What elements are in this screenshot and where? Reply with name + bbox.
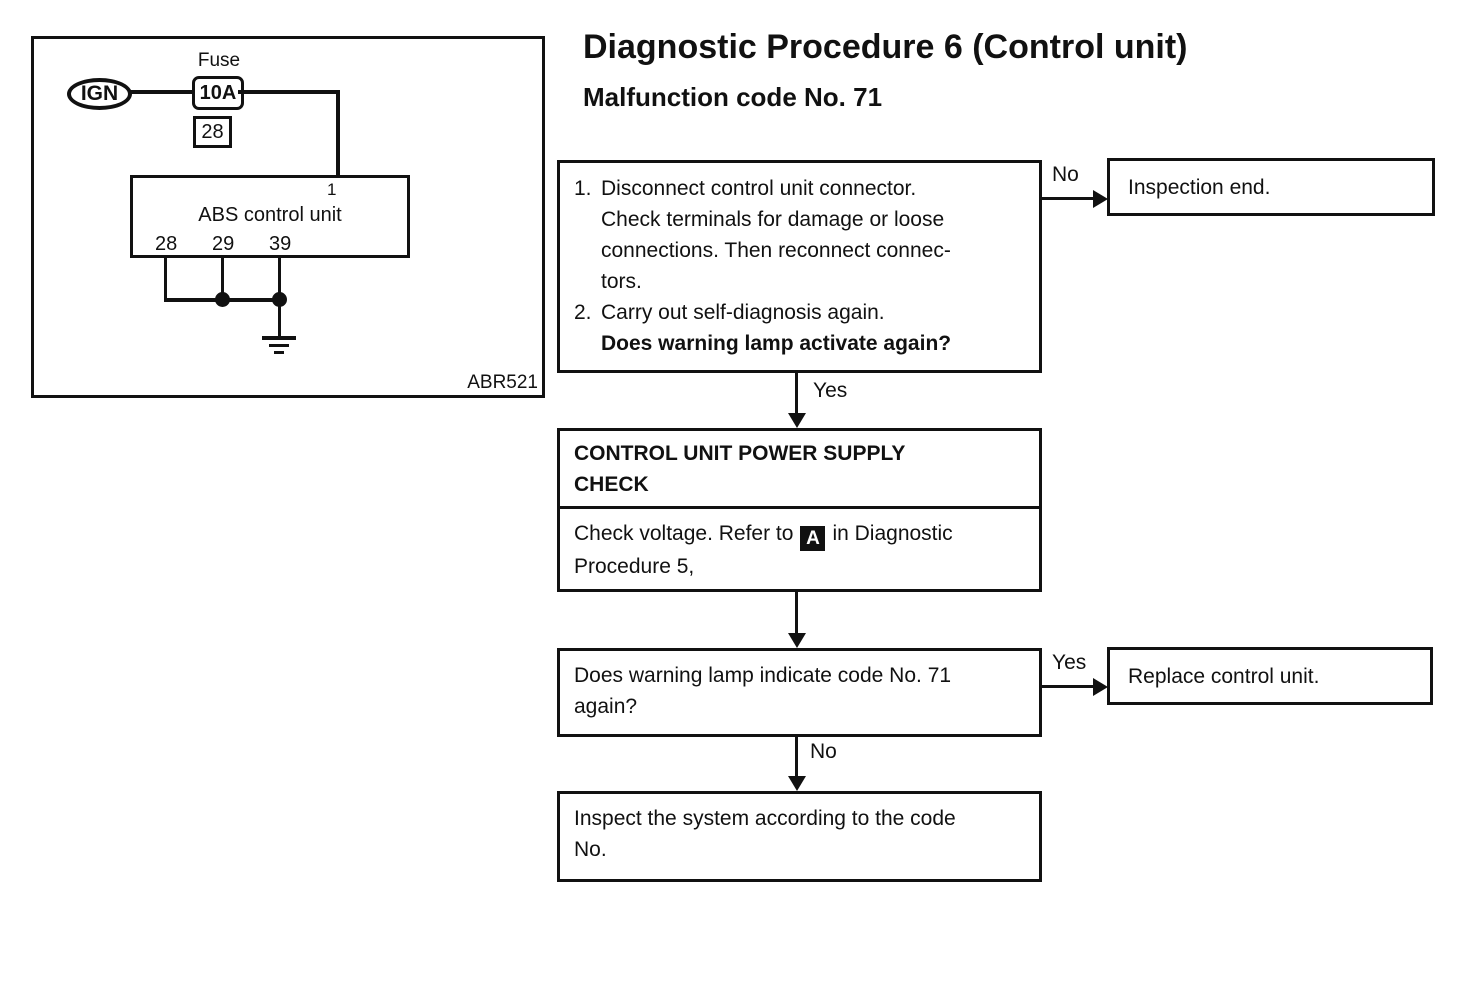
page-title: Diagnostic Procedure 6 (Control unit) <box>583 28 1188 66</box>
wire-down-to-unit <box>336 90 340 177</box>
step1-line-3: connections. Then reconnect connec- <box>574 235 1027 266</box>
fuse-box: 10A <box>192 76 244 110</box>
step1-question-text: Does warning lamp activate again? <box>601 332 952 355</box>
arrow-no-1-line <box>1040 197 1096 200</box>
terminal-label-28: 28 <box>155 233 178 255</box>
yes-label-2: Yes <box>1052 651 1087 674</box>
ground-icon-tip <box>274 351 284 354</box>
circuit-diagram-frame <box>31 36 545 398</box>
wire-terminal-39 <box>278 256 281 302</box>
step1-line-2-number <box>574 204 601 235</box>
replace-control-unit-box: Replace control unit. <box>1107 647 1433 705</box>
step1-line-5: 2. Carry out self-diagnosis again. <box>574 297 1027 328</box>
arrow-step2-step3-head <box>788 633 806 648</box>
wire-terminal-28 <box>164 256 167 302</box>
wire-ground-stem <box>278 302 281 338</box>
step1-line-1: 1. Disconnect control unit connector. <box>574 173 1027 204</box>
step1-line-1-text: Disconnect control unit connector. <box>601 177 917 200</box>
wire-fuse-right <box>238 90 340 94</box>
arrow-no-2-head <box>788 776 806 791</box>
step2-body-line2: Procedure 5, <box>574 555 695 578</box>
step4-line2: No. <box>574 838 607 861</box>
step2-header-line1: CONTROL UNIT POWER SUPPLY <box>574 442 906 465</box>
ground-icon <box>262 336 296 340</box>
step3-line2: again? <box>574 695 638 718</box>
step1-line-3-text: connections. Then reconnect connec- <box>601 239 951 262</box>
step1-line-5-text: Carry out self-diagnosis again. <box>601 301 885 324</box>
step4-line1: Inspect the system according to the code <box>574 807 956 830</box>
wire-terminal-29 <box>221 256 224 302</box>
step1-question-number <box>574 328 601 359</box>
step1-line-2-text: Check terminals for damage or loose <box>601 208 945 231</box>
fuse-number-box: 28 <box>193 116 232 148</box>
replace-control-unit-text: Replace control unit. <box>1128 664 1320 688</box>
step3-line1: Does warning lamp indicate code No. 71 <box>574 664 952 687</box>
junction-dot-39 <box>272 292 287 307</box>
terminal-label-39: 39 <box>269 233 292 255</box>
arrow-yes-1-head <box>788 413 806 428</box>
step2-body-pre: Check voltage. Refer to <box>574 522 794 545</box>
step1-line-4: tors. <box>574 266 1027 297</box>
inspection-end-box: Inspection end. <box>1107 158 1435 216</box>
step1-box: 1. Disconnect control unit connector. Ch… <box>557 160 1042 373</box>
arrow-step2-step3-line <box>795 592 798 635</box>
ign-terminal: IGN <box>67 78 132 110</box>
no-label-1: No <box>1052 163 1079 186</box>
arrow-yes-1-line <box>795 373 798 416</box>
fuse-caption: Fuse <box>197 50 241 71</box>
step2-header: CONTROL UNIT POWER SUPPLY CHECK <box>560 431 1039 509</box>
step2-body-post: in Diagnostic <box>832 522 953 545</box>
pin-number-top: 1 <box>327 180 337 199</box>
abs-control-unit-box: 1 ABS control unit 28 29 39 <box>130 175 410 258</box>
step2-box: CONTROL UNIT POWER SUPPLY CHECK Check vo… <box>557 428 1042 592</box>
wire-ign-to-fuse <box>130 90 194 94</box>
step1-line-4-number <box>574 266 601 297</box>
arrow-yes-2-line <box>1040 685 1096 688</box>
step2-header-line2: CHECK <box>574 473 649 496</box>
terminal-label-29: 29 <box>212 233 235 255</box>
figure-code: ABR521 <box>467 372 538 393</box>
step1-line-5-number: 2. <box>574 301 592 324</box>
step1-line-1-number: 1. <box>574 177 592 200</box>
arrow-no-2-line <box>795 737 798 778</box>
arrow-yes-2-head <box>1093 678 1108 696</box>
page-subtitle: Malfunction code No. 71 <box>583 82 883 112</box>
no-label-2: No <box>810 740 837 763</box>
abs-control-unit-label: ABS control unit <box>198 204 342 226</box>
step1-line-4-text: tors. <box>601 270 642 293</box>
arrow-no-1-head <box>1093 190 1108 208</box>
step1-line-3-number <box>574 235 601 266</box>
step3-box: Does warning lamp indicate code No. 71 a… <box>557 648 1042 737</box>
inspection-end-text: Inspection end. <box>1128 175 1271 199</box>
step4-box: Inspect the system according to the code… <box>557 791 1042 882</box>
ground-icon-mid <box>269 344 289 347</box>
step1-question: Does warning lamp activate again? <box>574 328 1027 359</box>
yes-label-1: Yes <box>813 379 848 402</box>
ref-a-badge: A <box>800 526 826 551</box>
step1-line-2: Check terminals for damage or loose <box>574 204 1027 235</box>
junction-dot-29 <box>215 292 230 307</box>
